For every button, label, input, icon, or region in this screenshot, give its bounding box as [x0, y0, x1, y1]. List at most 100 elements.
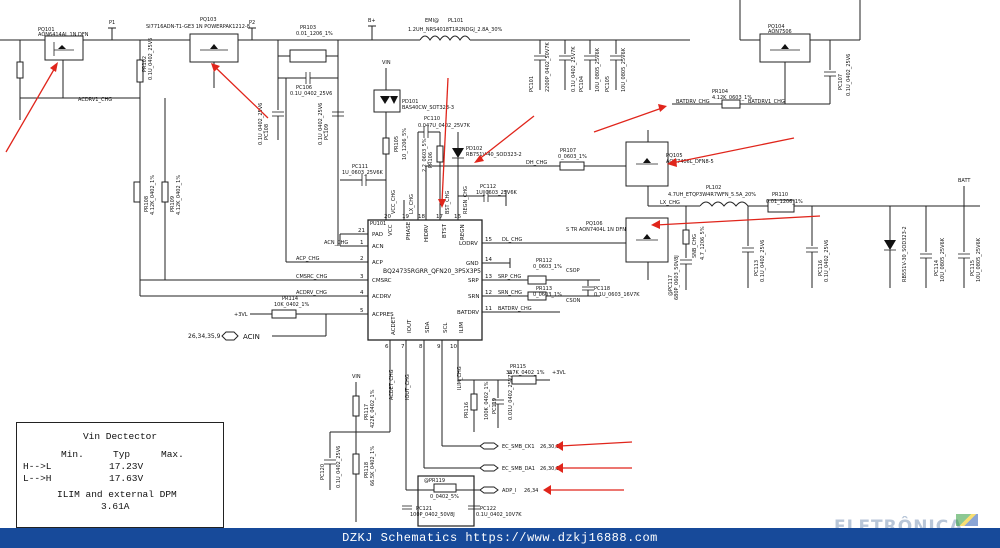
ic-pin-cmsrc: CMSRC	[372, 278, 392, 284]
capacitor-pc110: PC110 0.047U_0402_25V7K	[417, 116, 471, 220]
ic-pin-hidrv: HIDRV	[424, 224, 430, 242]
capacitor-pc119: PC119 0.01U_0402_25V7K	[492, 371, 514, 428]
net-acdet: ACDET_CHG	[389, 369, 395, 400]
pr118-value: 66.5K_0402_1%	[370, 446, 376, 486]
pc108-value: 0.1U_0402_25V6	[258, 103, 264, 145]
net-3vl-b: +3VL	[552, 370, 566, 376]
pc119-value: 0.01U_0402_25V7K	[508, 371, 514, 420]
pc104-value: 10U_0805_25V6K	[595, 47, 601, 92]
net-lx2: LX_CHG	[660, 200, 680, 206]
input-capacitors: PC101 2200P_0402_50V7K 0.1U_0402_25V7K P…	[529, 40, 627, 92]
pq105-ref: PQ105	[666, 153, 683, 159]
net-iout: IOUT_CHG	[405, 374, 411, 400]
pr119-value: 0_0402_5%	[430, 494, 459, 500]
ic-pin-vcc: VCC	[388, 224, 394, 236]
ic-ref: PU101	[370, 221, 386, 227]
pd101-ref: PD101	[402, 99, 418, 105]
ic-left-pins: PAD 21 ACN 1 ACP 2 CMSRC 3 ACDRV 4 ACPRE…	[140, 228, 394, 318]
acin-label: ACIN	[243, 333, 260, 341]
resistor-pr115: +3VL PR115 357K_0402_1%	[458, 364, 566, 385]
net-srp: SRP_CHG	[498, 274, 521, 280]
pc109-value: 0.1U_0402_25V6	[318, 103, 324, 145]
pc114-value: 10U_0805_25V6K	[940, 237, 946, 282]
ic-pin-12: 12	[485, 290, 492, 296]
pr114-value: 10K_0402_1%	[274, 302, 310, 308]
net-acdrv: ACDRV_CHG	[296, 290, 327, 296]
pr119-ref: @PR119	[424, 478, 445, 484]
net-batdrv: BATDRV_CHG	[676, 99, 710, 105]
net-smbck-ref: 26,30,35	[540, 444, 562, 450]
smb-ports: EC_SMB_CK1 26,30,35 EC_SMB_DA1 26,30,35 …	[406, 442, 562, 494]
pr112-value: 0_0603_1%	[533, 264, 562, 270]
pr117-ref: PR117	[364, 404, 370, 420]
ic-pin-srp: SRP	[468, 278, 479, 284]
pr109-ref: PR109	[170, 196, 176, 212]
net-regn: REGN_CHG	[463, 186, 469, 214]
pq101-ref: PQ101	[38, 27, 55, 33]
arrowhead-pd102	[474, 155, 484, 163]
pl102-value: 4.7UH_ETQP3W4R7WFN_5.5A_20%	[668, 192, 756, 198]
net-acn: ACN_CHG	[324, 240, 348, 246]
vin-divider: VIN PR117 422K_0402_1% PR118 66.5K_0402_…	[320, 374, 390, 522]
inductor-pl101: EMI@ PL101 1.2UH_NRS4018T1R2NDGJ_2.8A_30…	[408, 18, 503, 41]
net-dh: DH_CHG	[526, 160, 547, 166]
pc104-ref: PC104	[579, 76, 585, 92]
net-csop: CSOP	[566, 268, 580, 274]
pc112-ref: PC112	[480, 184, 496, 190]
resistor-pr108: PR108 4.12K_0402_1%	[133, 175, 156, 215]
ic-pin-2: 2	[360, 256, 364, 262]
net-adp-ref: 26,34	[524, 488, 538, 494]
vin2-label: VIN	[352, 374, 361, 380]
pc113-ref: PC113	[754, 260, 760, 276]
ic-right-pins: LODRV 15 DL_CHG GND 14 SRP 13 SRP_CHG SR…	[457, 237, 560, 316]
pr106-ref: PR106	[428, 152, 434, 168]
acin-port: 26,34,35,9 ACIN	[188, 331, 326, 341]
pc118-value: 0.1U_0603_16V7K	[594, 292, 640, 298]
pr118-ref: PR118	[364, 462, 370, 478]
vin-row2-label: L-->H	[23, 473, 52, 484]
net-smbck: EC_SMB_CK1	[502, 444, 535, 450]
pr106-value: 2.2_0603_5%	[422, 138, 428, 172]
pc116-value: 0.1U_0402_25V6	[824, 240, 830, 282]
pr108-value: 4.12K_0402_1%	[150, 175, 156, 215]
pd103-value: RB551V-30_SOD323-2	[902, 226, 908, 282]
ic-pin-scl: SCL	[443, 322, 449, 333]
ic-pin-1: 1	[360, 240, 364, 246]
capacitor-pc118: PC118 0.1U_0603_16V7K	[582, 280, 640, 298]
ic-top-pins: VCC 20 PHASE 19 HIDRV 18 BTST 17 REGN 16	[384, 200, 466, 242]
pr113-value: 0_0603_1%	[533, 292, 562, 298]
capacitor-pc111: PC111 1U_0603_25V6K	[340, 164, 386, 186]
pr110-value: 0.01_1206_1%	[766, 199, 803, 205]
pq103-value: SI7716ADN-T1-GE3 1N POWERPAK1212-8	[146, 24, 250, 30]
pc115-value: 10U_0805_25V6K	[976, 237, 982, 282]
pq104-ref: PQ104	[768, 24, 785, 30]
pq106-value: S TR AON7404L 1N DFN	[566, 227, 626, 233]
ic-pin-phase: PHASE	[406, 221, 412, 240]
ic-pin-pad: PAD	[372, 232, 383, 238]
pr108-ref: PR108	[144, 196, 150, 212]
diode-pd101: VIN PD101 BAS40CW_SOT323-3	[373, 60, 454, 130]
net-batdrv2: BATDRV_CHG	[498, 306, 532, 312]
pc120-ref: PC120	[320, 464, 326, 480]
ic-pin-7: 7	[401, 344, 405, 350]
net-snb: SNB_CHG	[692, 234, 698, 258]
pd102-value: RB751V-40_SOD323-2	[466, 152, 522, 158]
p1-label: P1	[109, 20, 115, 26]
pc106-ref: PC106	[296, 85, 312, 91]
net-batdrv1: BATDRV1_CHG	[748, 99, 785, 105]
resistor-pr102: PR102 0.1U_0402_25V6	[136, 38, 154, 98]
resistor-pr112: PR112 0_0603_1% CSOP	[527, 258, 600, 285]
pc110-value: 0.047U_0402_25V7K	[418, 123, 471, 129]
capacitor-pc106: PC106 0.1U_0402_25V6	[277, 56, 339, 97]
ic-pin-10: 10	[450, 344, 457, 350]
ic-pin-13: 13	[485, 274, 492, 280]
ic-pin-15: 15	[485, 237, 492, 243]
resistor-pr109: PR109 4.12K_0402_1%	[161, 98, 182, 280]
pc111-ref: PC111	[352, 164, 368, 170]
footer-banner: DZKJ Schematics https://www.dzkj16888.co…	[0, 528, 1000, 548]
pc120-value: 0.1U_0402_25V6	[336, 446, 342, 488]
pc119-ref: PC119	[492, 398, 498, 414]
arrowhead-smbck	[555, 441, 563, 451]
pr109-value: 4.12K_0402_1%	[176, 175, 182, 215]
arrowhead-pq101	[50, 62, 58, 72]
